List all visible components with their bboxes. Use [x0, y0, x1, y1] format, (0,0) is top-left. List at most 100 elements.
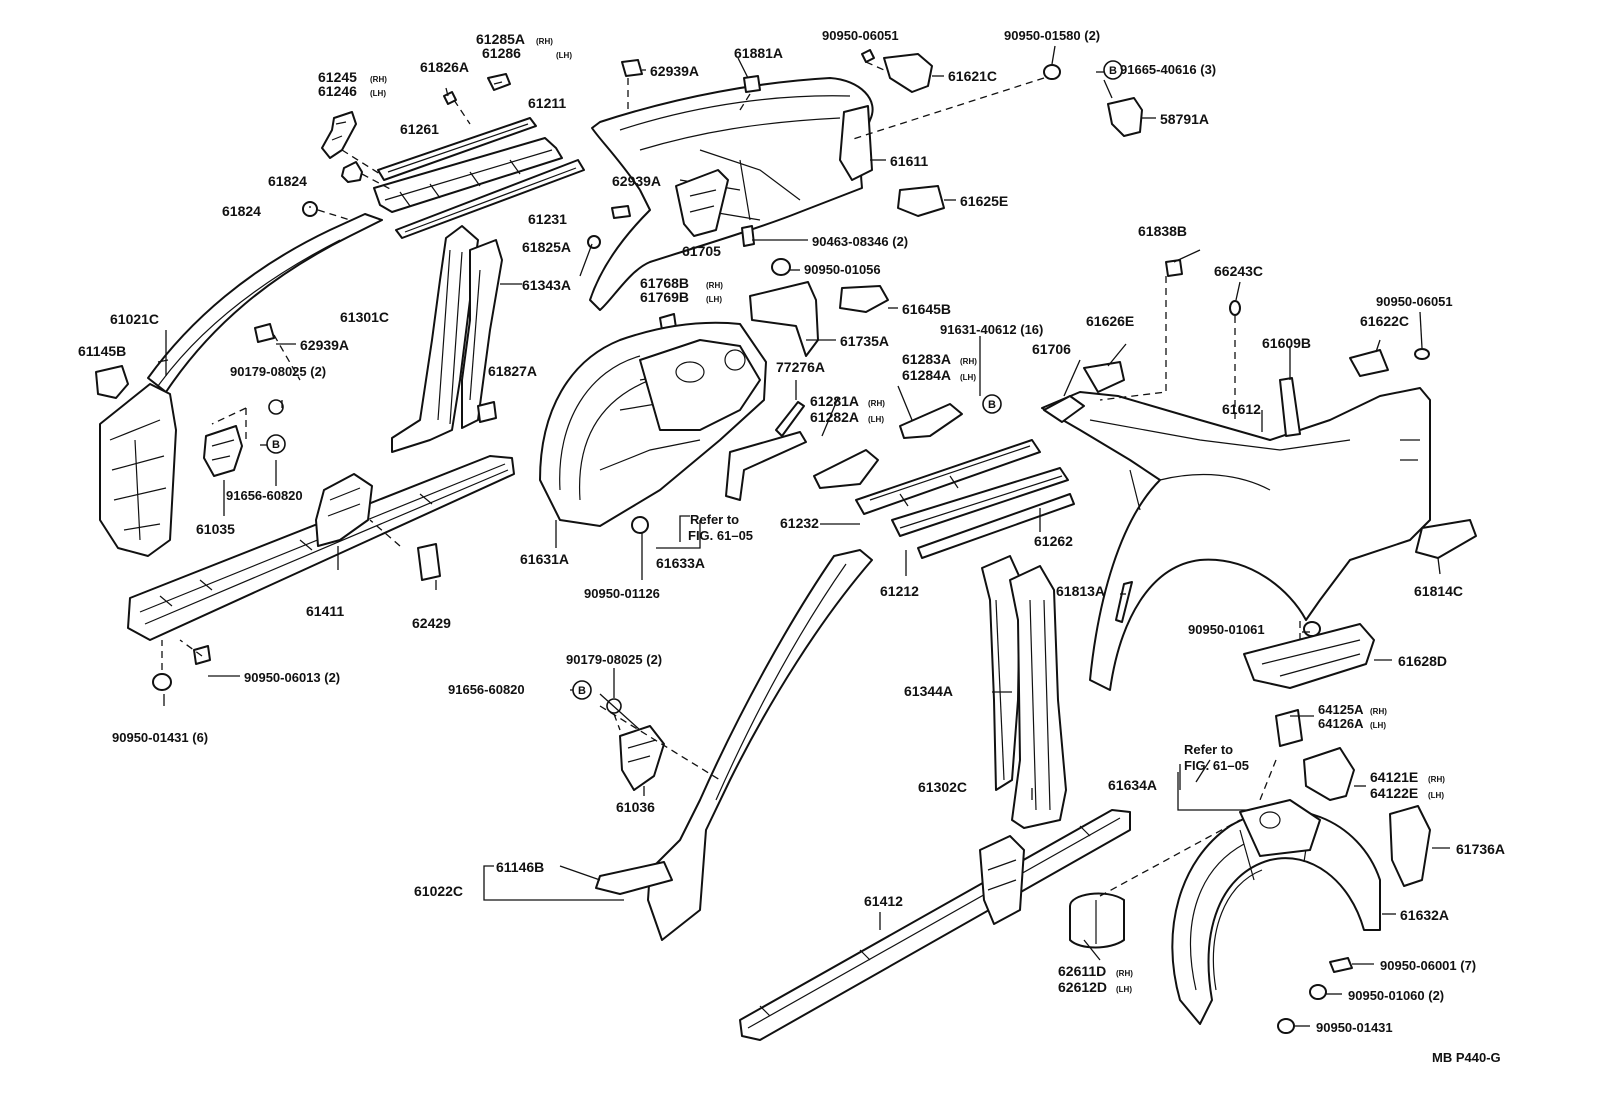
label-61232: 61232	[780, 515, 819, 531]
tag-lh-61769B: (LH)	[706, 295, 722, 304]
panel-61814C	[1415, 519, 1477, 559]
label-61262: 61262	[1034, 533, 1073, 549]
tag-lh-61286: (LH)	[556, 51, 572, 60]
svg-text:B: B	[272, 439, 280, 451]
bracket-61736A	[1389, 805, 1431, 887]
label-61611: 61611	[890, 153, 928, 169]
tag-lh-64122E: (LH)	[1428, 791, 1444, 800]
nut-90179-08025-left	[268, 399, 284, 415]
b-marker-91665-40616: B	[1103, 60, 1123, 80]
label-61286: 61286	[482, 45, 521, 61]
plug-90950-01431-left	[152, 673, 172, 691]
label-61769B: 61769B	[640, 289, 689, 305]
label-61628D: 61628D	[1398, 653, 1447, 669]
label-91656-60820-mid: 91656-60820	[448, 682, 525, 697]
label-61021C: 61021C	[110, 311, 159, 327]
label-90950-01431-right: 90950-01431	[1316, 1020, 1393, 1035]
label-90950-01580: 90950-01580 (2)	[1004, 28, 1100, 43]
label-61411: 61411	[306, 603, 344, 619]
brace-61631A-lower	[725, 431, 807, 501]
label-61212: 61212	[880, 583, 919, 599]
front-pillar-lower-61021C	[99, 383, 177, 557]
label-61284A: 61284A	[902, 367, 951, 383]
leader-lines	[157, 45, 1450, 1027]
label-90179-08025-left: 90179-08025 (2)	[230, 364, 326, 379]
plug-61825A	[587, 235, 601, 249]
label-61632A: 61632A	[1400, 907, 1449, 923]
label-61814C: 61814C	[1414, 583, 1463, 599]
b-marker-91656-60820-mid: B	[572, 680, 592, 700]
label-90463-08346: 90463-08346 (2)	[812, 234, 908, 249]
roof-side-rail-61231	[395, 159, 585, 239]
pad-62429	[417, 543, 441, 581]
label-61412: 61412	[864, 893, 903, 909]
roof-rail-61232	[855, 439, 1041, 515]
label-58791A: 58791A	[1160, 111, 1209, 127]
label-91656-60820-left: 91656-60820	[226, 488, 303, 503]
bracket-58791A	[1107, 97, 1143, 137]
refer-brackets	[679, 515, 1181, 790]
refer-top-line1: Refer to	[690, 512, 739, 527]
label-64126A: 64126A	[1318, 716, 1364, 731]
label-61768B: 61768B	[640, 275, 689, 291]
tag-rh-62611D: (RH)	[1116, 969, 1133, 978]
pillar-brace-61705	[675, 169, 729, 237]
cover-62611D	[1069, 892, 1125, 949]
plug-61824	[302, 201, 318, 217]
bracket-61611	[839, 105, 873, 181]
label-90950-01056: 90950-01056	[804, 262, 881, 277]
b-marker-91656-60820-left: B	[266, 434, 286, 454]
clip-61285A	[487, 73, 511, 91]
label-90179-08025-mid: 90179-08025 (2)	[566, 652, 662, 667]
rocker-panel-61412	[739, 809, 1131, 1041]
refer-bottom-line1: Refer to	[1184, 742, 1233, 757]
tag-rh-61245: (RH)	[370, 75, 387, 84]
bracket-61626E	[1083, 361, 1125, 393]
figure-code: MB P440-G	[1432, 1050, 1501, 1065]
tag-lh-62612D: (LH)	[1116, 985, 1132, 994]
label-91665-40616: 91665-40616 (3)	[1120, 62, 1216, 77]
label-61634A: 61634A	[1108, 777, 1157, 793]
label-90950-01061: 90950-01061	[1188, 622, 1265, 637]
svg-text:B: B	[1109, 65, 1117, 77]
plate-61827A	[477, 401, 497, 423]
label-61145B: 61145B	[78, 343, 126, 359]
clip-61838B	[1165, 259, 1183, 277]
b-marker-91631-40612: B	[982, 394, 1002, 414]
bracket-61146B	[595, 861, 673, 895]
bracket-61245	[321, 111, 357, 159]
clip-90950-06001	[1329, 957, 1353, 973]
roof-rail-61212	[891, 467, 1069, 537]
bracket-61412	[979, 835, 1025, 925]
label-90950-06013: 90950-06013 (2)	[244, 670, 340, 685]
assembly-dashed-lines	[161, 61, 1301, 897]
plug-90950-01431-right	[1277, 1018, 1295, 1034]
label-61881A: 61881A	[734, 45, 783, 61]
label-61612: 61612	[1222, 401, 1261, 417]
label-62939A-left: 62939A	[300, 337, 349, 353]
tag-rh-61768B: (RH)	[706, 281, 723, 290]
label-61633A: 61633A	[656, 555, 705, 571]
roof-rail-61262	[917, 493, 1075, 559]
label-62429: 62429	[412, 615, 451, 631]
label-64125A: 64125A	[1318, 702, 1364, 717]
label-61625E: 61625E	[960, 193, 1008, 209]
label-61631A: 61631A	[520, 551, 569, 567]
bracket-61621C	[883, 53, 933, 93]
tag-lh-64126A: (LH)	[1370, 721, 1386, 730]
tag-rh-61281A: (RH)	[868, 399, 885, 408]
center-pillar-61301C	[391, 225, 479, 453]
nut-90950-01056	[771, 258, 791, 276]
label-61283A: 61283A	[902, 351, 951, 367]
label-61824-a: 61824	[268, 173, 307, 189]
plug-61826A	[443, 91, 457, 105]
plug-90950-01060	[1309, 984, 1327, 1000]
quarter-outer-panel-61612	[1041, 387, 1431, 691]
bracket-64125A	[1275, 709, 1303, 747]
label-90950-01431-left: 90950-01431 (6)	[112, 730, 208, 745]
label-61211: 61211	[528, 95, 566, 111]
label-77276A: 77276A	[776, 359, 825, 375]
roof-side-rail-61261	[377, 117, 537, 181]
label-61246: 61246	[318, 83, 357, 99]
